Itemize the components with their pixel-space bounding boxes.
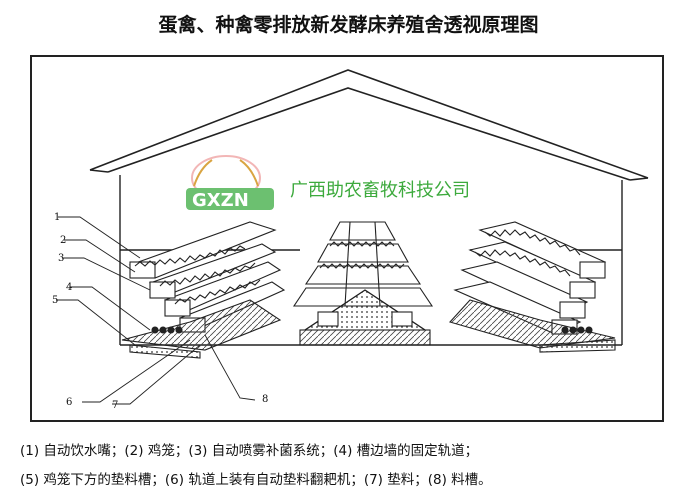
left-cage-row [121,221,286,359]
callout-7: 7 [112,400,118,411]
legend-line-1: (1) 自动饮水嘴；(2) 鸡笼；(3) 自动喷雾补菌系统；(4) 槽边墙的固定… [20,443,479,459]
company-name: 广西助农畜牧科技公司 [290,180,470,201]
callout-leaders [56,216,256,405]
roof [89,69,649,181]
right-cage-row [448,221,616,353]
callout-2: 2 [60,235,66,246]
callout-3: 3 [58,253,64,264]
callout-1: 1 [54,212,60,223]
callout-numbers: 1 2 3 4 5 6 7 8 [52,212,268,411]
legend-line-2: (5) 鸡笼下方的垫料槽；(6) 轨道上装有自动垫料翻耙机；(7) 垫料；(8)… [20,472,492,488]
page-title: 蛋禽、种禽零排放新发酵床养殖舍透视原理图 [158,14,539,36]
callout-4: 4 [66,282,72,293]
callout-5: 5 [52,295,58,306]
center-cage-row [292,221,434,346]
wheat-wreath-logo: GXZN [186,155,274,211]
logo-text: GXZN [192,190,249,211]
callout-8: 8 [262,394,268,405]
callout-6: 6 [66,397,72,408]
